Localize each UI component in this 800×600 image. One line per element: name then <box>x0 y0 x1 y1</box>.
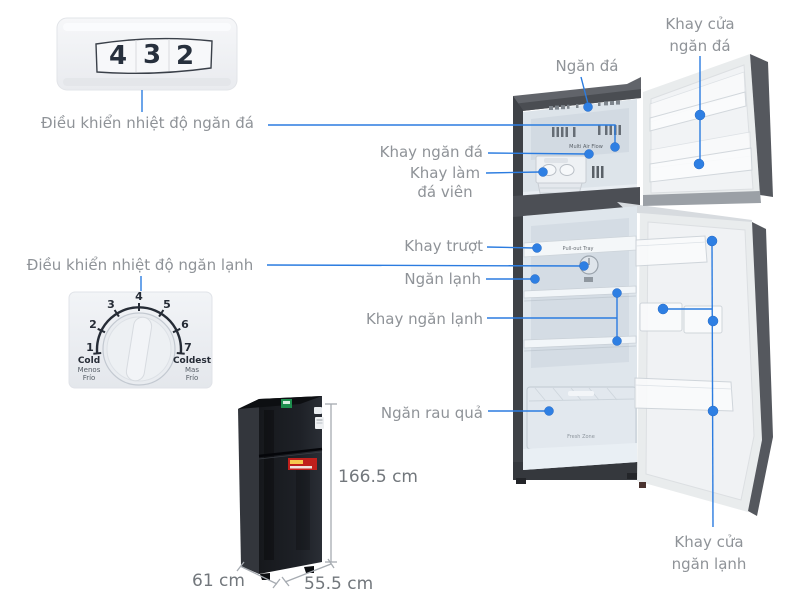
label-ngan-rau-qua: Ngăn rau quả <box>380 404 483 422</box>
label-khay-lam-da-vien: Khay làm đá viên <box>395 164 495 202</box>
callout-dot-khay-lam <box>538 167 548 177</box>
dimension-width: 55.5 cm <box>304 574 374 594</box>
callout-line-ngan-da <box>580 76 589 105</box>
dial-number: 4 <box>135 290 143 303</box>
label-line: Khay cửa <box>665 15 735 33</box>
dial-number: 6 <box>181 318 189 331</box>
glass-shelf <box>523 285 637 299</box>
label-line: ngăn lạnh <box>671 555 747 573</box>
multi-air-flow-label: Multi Air Flow <box>569 144 603 150</box>
callout-dots <box>530 102 719 417</box>
fridge-foot <box>260 573 270 580</box>
callout-dot-ngan-rau-qua <box>544 406 554 416</box>
callout-line-khay-cua-ngan-lanh <box>711 240 714 528</box>
crisper-drawer: Fresh Zone <box>526 386 637 450</box>
label-line: Khay làm <box>409 164 481 182</box>
dimension-height: 166.5 cm <box>338 467 418 487</box>
callout-dot-khay-ngan-lanh-1 <box>612 288 622 298</box>
brand-logo-label <box>314 407 322 414</box>
open-fridge-illustration: Multi Air Flow Pull- <box>513 54 773 516</box>
label-khay-ngan-lanh: Khay ngăn lạnh <box>365 310 483 328</box>
callout-line-khay-ngan-da <box>487 152 587 155</box>
cabinet-left-wall <box>513 96 523 480</box>
label-khay-ngan-da: Khay ngăn đá <box>379 143 483 161</box>
door-foot <box>639 482 646 488</box>
display-digit: 4 <box>109 41 127 71</box>
dial-number: 3 <box>107 298 115 311</box>
label-fridge-control: Điều khiển nhiệt độ ngăn lạnh <box>26 256 254 274</box>
dial-number: 2 <box>89 318 97 331</box>
label-ngan-da: Ngăn đá <box>555 57 619 75</box>
callout-line-fridge-control <box>266 264 585 267</box>
dial-coldest-label: Coldest <box>173 356 212 366</box>
fridge-door-bin <box>634 377 734 412</box>
label-line: đá viên <box>417 183 473 201</box>
callout-dot-fridge-control <box>579 261 589 271</box>
product-photo <box>236 396 337 589</box>
dial-coldest-sub: Frío <box>186 374 199 382</box>
label-freezer-control: Điều khiển nhiệt độ ngăn đá <box>41 114 254 132</box>
fridge-compartment: Pull-out Tray Fresh Zone <box>523 206 637 470</box>
fridge-door-bin <box>635 235 708 267</box>
callout-lines <box>140 56 714 528</box>
depth-measure-line <box>236 561 281 589</box>
freezer-door <box>643 54 773 206</box>
freezer-door-edge <box>750 54 773 197</box>
callout-dot-khay-cua-ngan-lanh-2 <box>657 303 669 315</box>
dimension-depth: 61 cm <box>192 571 245 591</box>
dial-knob-handle <box>125 316 153 382</box>
dial-cold-sub: Menos <box>78 366 101 374</box>
fridge-temp-dial: 1 2 3 4 5 6 7 Cold Menos Frío Coldest Ma… <box>68 290 213 389</box>
fridge-door-edge <box>748 222 773 516</box>
freezer-temp-display: 4 3 2 <box>56 17 238 91</box>
dial-number: 1 <box>86 341 94 354</box>
callout-dot-khay-cua-ngan-da-1 <box>694 109 706 121</box>
pull-out-tray-label: Pull-out Tray <box>563 246 594 252</box>
fridge-door <box>634 213 773 516</box>
cabinet-foot <box>516 478 526 484</box>
dial-number: 5 <box>163 298 171 311</box>
callout-line-khay-lam <box>485 171 541 174</box>
width-measure-line <box>281 558 335 587</box>
callout-line-freezer-control <box>268 124 616 144</box>
dial-cold-sub: Frío <box>83 374 96 382</box>
cabinet-foot <box>627 473 637 479</box>
fridge-door-bin <box>639 302 683 332</box>
callout-dot-khay-truot <box>532 243 542 253</box>
dial-number: 7 <box>184 341 192 354</box>
callout-dot-khay-cua-ngan-lanh-1 <box>706 235 718 247</box>
callout-dot-khay-ngan-da <box>584 149 594 159</box>
callout-dot-ngan-lanh <box>530 274 540 284</box>
label-khay-truot: Khay trượt <box>404 237 483 255</box>
label-khay-cua-ngan-da: Khay cửa ngăn đá <box>650 13 750 57</box>
label-line: Khay cửa <box>674 533 744 551</box>
fresh-zone-label: Fresh Zone <box>567 434 595 440</box>
freezer-compartment: Multi Air Flow <box>523 99 637 204</box>
label-khay-cua-ngan-lanh: Khay cửa ngăn lạnh <box>659 531 759 575</box>
glass-shelf <box>523 335 637 349</box>
callout-dot-khay-cua-ngan-lanh-3 <box>707 315 719 327</box>
callout-line-khay-truot <box>486 246 535 249</box>
display-window <box>95 37 213 75</box>
callout-dot-khay-ngan-lanh-2 <box>612 336 622 346</box>
dial-cold-label: Cold <box>78 356 100 366</box>
height-measure-line <box>325 403 337 563</box>
label-line: ngăn đá <box>669 37 731 55</box>
callout-dot-freezer-control <box>610 142 620 152</box>
display-digit: 2 <box>176 41 194 71</box>
door-split-line <box>258 447 323 458</box>
callout-dot-ngan-da <box>583 102 593 112</box>
dial-coldest-sub: Mas <box>185 366 199 374</box>
callout-dot-khay-cua-ngan-lanh-4 <box>707 405 719 417</box>
callout-dot-khay-cua-ngan-da-2 <box>693 158 705 170</box>
display-digit: 3 <box>143 40 161 70</box>
label-ngan-lanh: Ngăn lạnh <box>404 270 481 288</box>
